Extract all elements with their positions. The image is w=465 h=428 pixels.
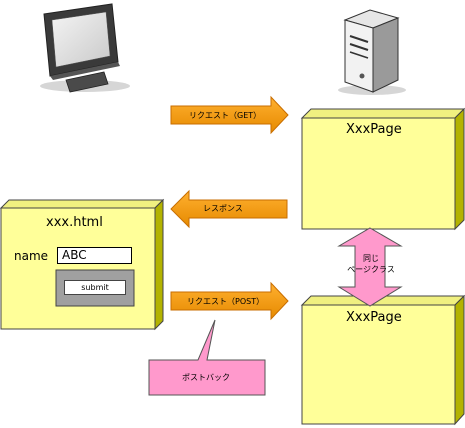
- response-label: レスポンス: [203, 204, 243, 213]
- same-class-double-arrow: [337, 227, 403, 307]
- postback-label: ポストバック: [182, 373, 230, 382]
- server-page-box-top: [300, 107, 465, 231]
- name-field-label: name: [14, 249, 49, 263]
- server-icon: [338, 9, 406, 95]
- request-post-label: リクエスト（POST）: [187, 297, 265, 306]
- same-class-label: 同じ ページクラス: [347, 254, 395, 274]
- client-page-box: [0, 198, 165, 331]
- monitor-icon: [40, 3, 130, 93]
- name-input[interactable]: ABC: [57, 247, 132, 264]
- postback-callout: [148, 319, 266, 396]
- server-page-bottom-title: XxxPage: [346, 310, 402, 325]
- request-get-arrow: [170, 95, 289, 135]
- server-page-top-title: XxxPage: [346, 122, 402, 137]
- client-page-title: xxx.html: [46, 215, 103, 230]
- server-page-box-bottom: [300, 294, 465, 426]
- request-get-label: リクエスト（GET）: [189, 111, 262, 120]
- submit-button[interactable]: submit: [64, 280, 126, 295]
- response-arrow: [170, 189, 288, 229]
- request-post-arrow: [170, 281, 289, 321]
